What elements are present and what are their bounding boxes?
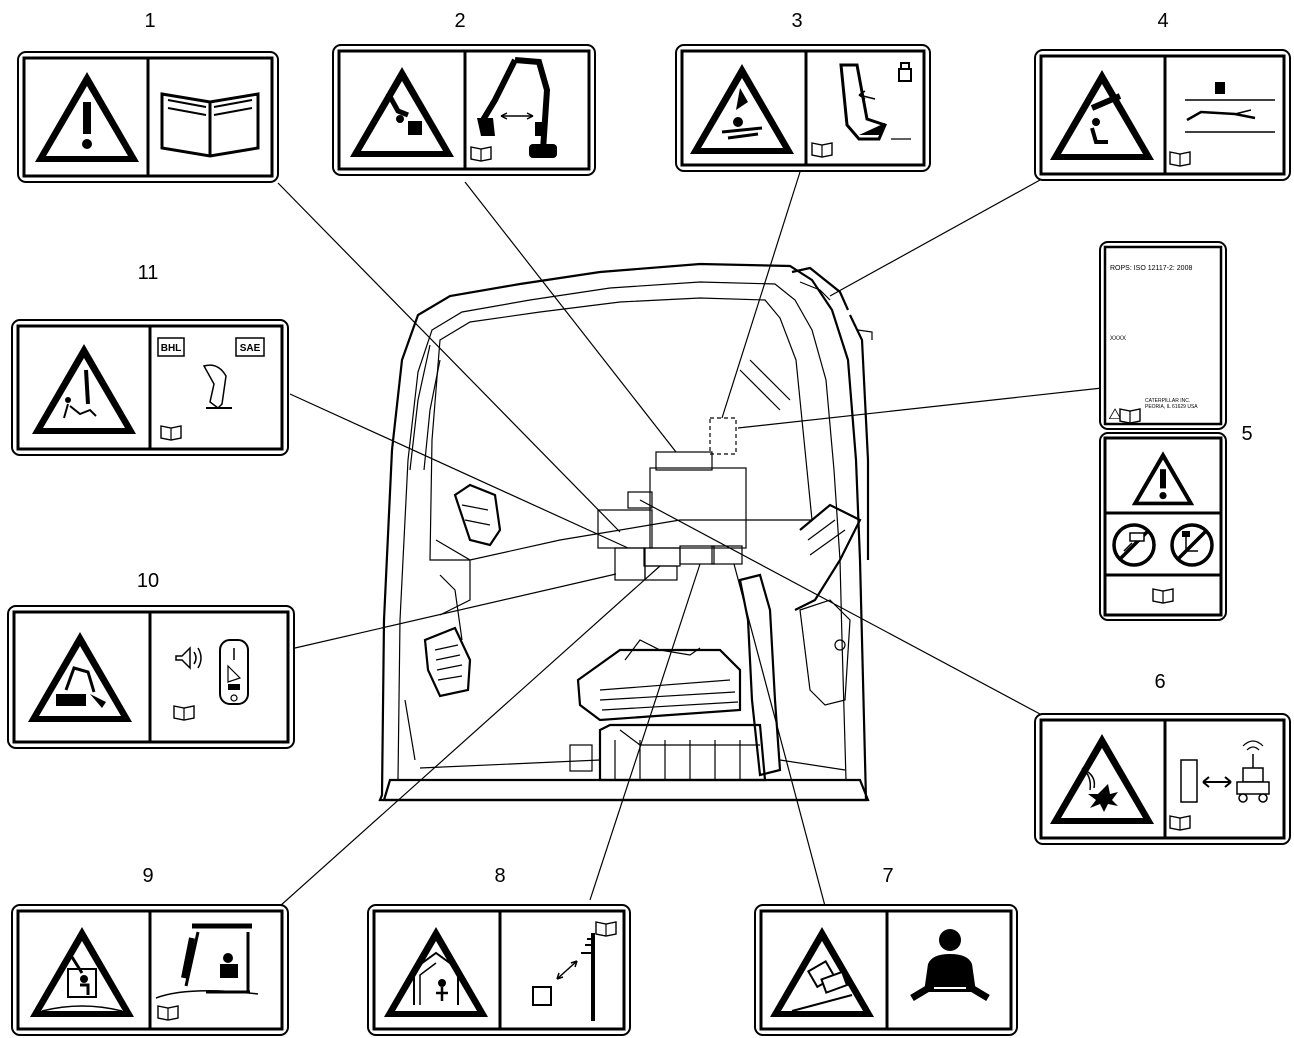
leader-4 [829,179,1041,297]
decal-8 [367,904,631,1036]
manual-book-icon [470,146,492,162]
decal-2 [332,44,596,176]
explosion-hazard-triangle-icon [1050,734,1154,824]
bucket-lock-icon [839,62,912,141]
joystick-icon [202,364,232,409]
rops-standard-text: ROPS: ISO 12117-2: 2008 [1110,265,1192,272]
seat-belt-icon [910,929,990,1002]
callout-7: 7 [882,865,893,887]
leader-11 [289,393,629,549]
decal-11: BHL SAE [11,319,289,456]
travel-alarm-icon [175,639,249,705]
leader-lines [277,171,1103,907]
decal-5-no-weld-warning [1099,432,1227,621]
excavator-clearance-icon [477,57,557,158]
sae-tag: SAE [240,343,261,354]
control-pattern-triangle-icon [32,344,136,434]
cab-illustration [378,262,873,802]
manual-book-icon [595,921,617,937]
decal-10 [7,605,295,749]
falling-object-triangle-icon [384,927,488,1017]
decal-5-rops-plate: ROPS: ISO 12117-2: 2008 XXXX CATERPILLAR… [1099,241,1227,430]
cab-hazard-triangle-icon [30,927,134,1017]
callout-10: 10 [137,570,159,592]
manual-book-icon [1169,815,1191,831]
leader-6 [639,499,1041,715]
excavator-hazard-triangle-icon [28,632,132,722]
bucket-crush-triangle-icon [690,64,794,154]
manual-book-icon [811,142,833,158]
manual-book-icon [173,705,195,721]
radio-interference-icon [1180,740,1270,803]
manual-book-icon [1169,151,1191,167]
leader-7 [733,563,826,907]
callout-1: 1 [144,10,155,32]
manual-book-icon [1119,408,1141,424]
decal-6 [1034,713,1291,845]
callout-2: 2 [454,10,465,32]
decal-1 [17,51,279,183]
callout-4: 4 [1157,10,1168,32]
callout-8: 8 [494,865,505,887]
operator-cab-icon [155,923,259,999]
callout-9: 9 [142,865,153,887]
callout-5: 5 [1241,423,1252,445]
manual-book-icon [1152,588,1174,604]
no-drilling-icon [1170,523,1214,567]
rops-address-text: PEORIA, IL 61629 USA [1145,404,1198,410]
warning-triangle-icon [35,72,139,162]
manual-book-icon [160,425,182,441]
window-hazard-triangle-icon [1050,70,1154,160]
no-welding-icon [1112,523,1156,567]
decal-9 [11,904,289,1036]
manual-book-icon [157,1005,179,1021]
rollover-hazard-triangle-icon [770,927,874,1017]
rops-maker-text: CATERPILLAR INC. [1145,398,1190,404]
leader-10 [294,573,617,649]
decal-4 [1034,49,1291,181]
leader-1 [277,182,621,533]
control-pattern-tags: BHL SAE [157,337,265,357]
crush-hazard-triangle-icon [350,67,454,157]
leader-2 [464,181,677,453]
leader-8 [589,563,701,901]
decal-7 [754,904,1018,1036]
window-latch-icon [1185,82,1275,133]
leader-9 [279,565,661,907]
rops-code-text: XXXX [1110,336,1126,342]
leader-5 [737,387,1103,429]
warning-triangle-icon [1131,451,1195,506]
callout-11: 11 [138,262,159,284]
leader-3 [721,171,801,419]
callout-6: 6 [1154,671,1165,693]
bhl-tag: BHL [161,343,182,354]
callout-numbers: 1 2 3 4 5 6 7 8 9 10 11 [137,10,1253,887]
callout-3: 3 [791,10,802,32]
clearance-distance-icon [532,933,595,1021]
manual-book-icon [160,92,260,158]
decal-3 [675,44,931,172]
